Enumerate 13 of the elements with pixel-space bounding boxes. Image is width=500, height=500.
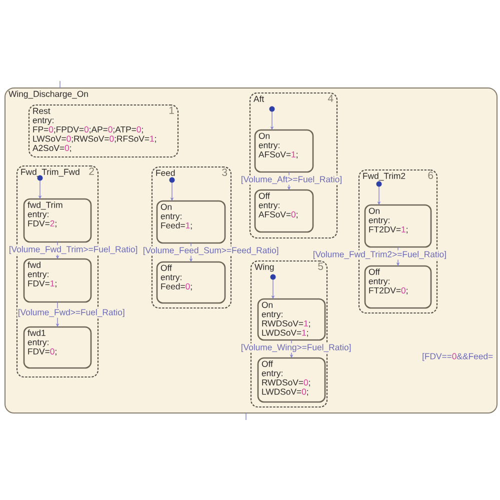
state-box: Off entry: RWDSoV=0; LWDSoV=0; [257,357,326,403]
state-box: On entry: RWDSoV=1; LWDSoV=1; [257,298,326,341]
state-box: Off entry: Feed=0; [156,261,226,304]
state-box: Off entry: AFSoV=0; [254,189,314,233]
state-box: fwd_Trim entry: FDV=2; [23,198,92,243]
state-box: On entry: FT2DV=1; [364,204,432,248]
parallel-state-box: Rest 1 entry: FP=0;FPDV=0;AP=0;ATP=0; LWSoV=0;RWSoV=0;RFSoV=1; A2SoV=0; [28,104,179,158]
state-box: On entry: AFSoV=1; [254,129,314,173]
state-box: fwd1 entry: FDV=0; [23,326,92,369]
state-box: fwd entry: FDV=1; [23,258,92,303]
state-box: On entry: Feed=1; [156,200,226,244]
condition-label: [FDV==0&&Feed= [422,352,493,362]
state-box: Off entry: FT2DV=0; [364,265,432,309]
